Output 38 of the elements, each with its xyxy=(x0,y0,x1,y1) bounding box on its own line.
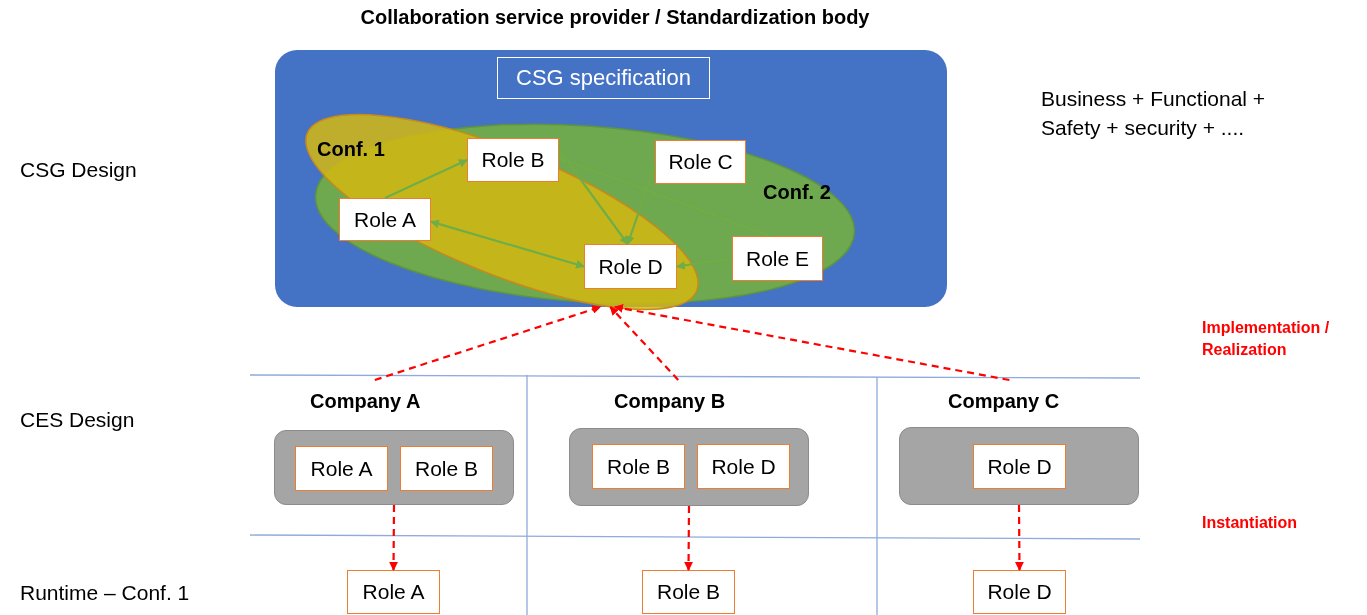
row-label: CES Design xyxy=(20,407,136,433)
dashed-arrow xyxy=(1015,505,1024,571)
dashed-arrow xyxy=(389,505,398,571)
arrow xyxy=(430,219,585,269)
role-box: Role B xyxy=(467,138,559,182)
company-heading: Company A xyxy=(310,390,421,413)
role-box: Role E xyxy=(732,236,823,281)
arrow xyxy=(558,149,629,245)
row-label: Runtime – Conf. 1 xyxy=(20,580,191,606)
configuration-label: Conf. 1 xyxy=(317,138,385,161)
role-box: Role B xyxy=(400,446,493,491)
role-box: Role D xyxy=(973,570,1066,614)
arrow xyxy=(626,164,657,245)
role-box: Role A xyxy=(339,198,431,241)
role-box: Role C xyxy=(655,140,746,184)
arrow xyxy=(676,257,733,270)
company-heading: Company C xyxy=(948,390,1060,413)
transition-label: Implementation / Realization xyxy=(1202,318,1331,361)
transition-label: Instantiation xyxy=(1202,513,1299,533)
arrow xyxy=(558,156,771,238)
dashed-arrow xyxy=(609,306,679,381)
dashed-arrow xyxy=(614,304,1010,382)
row-label: CSG Design xyxy=(20,157,138,183)
role-box: Role A xyxy=(347,570,440,614)
role-box: Role B xyxy=(592,444,685,489)
role-box: Role A xyxy=(295,446,388,491)
configuration-label: Conf. 2 xyxy=(763,181,831,204)
panel-heading: Collaboration service provider / Standardization body xyxy=(359,6,871,29)
dashed-arrow xyxy=(374,305,602,382)
role-box: Role D xyxy=(584,244,677,289)
role-box: Role D xyxy=(697,444,790,489)
company-heading: Company B xyxy=(614,390,726,413)
note-text: Business + Functional + Safety + security + .... xyxy=(1041,86,1267,142)
specification-label: CSG specification xyxy=(497,57,710,99)
role-box: Role B xyxy=(642,570,735,614)
role-box: Role D xyxy=(973,444,1066,489)
arrow xyxy=(384,159,468,199)
dashed-arrow xyxy=(684,506,693,571)
